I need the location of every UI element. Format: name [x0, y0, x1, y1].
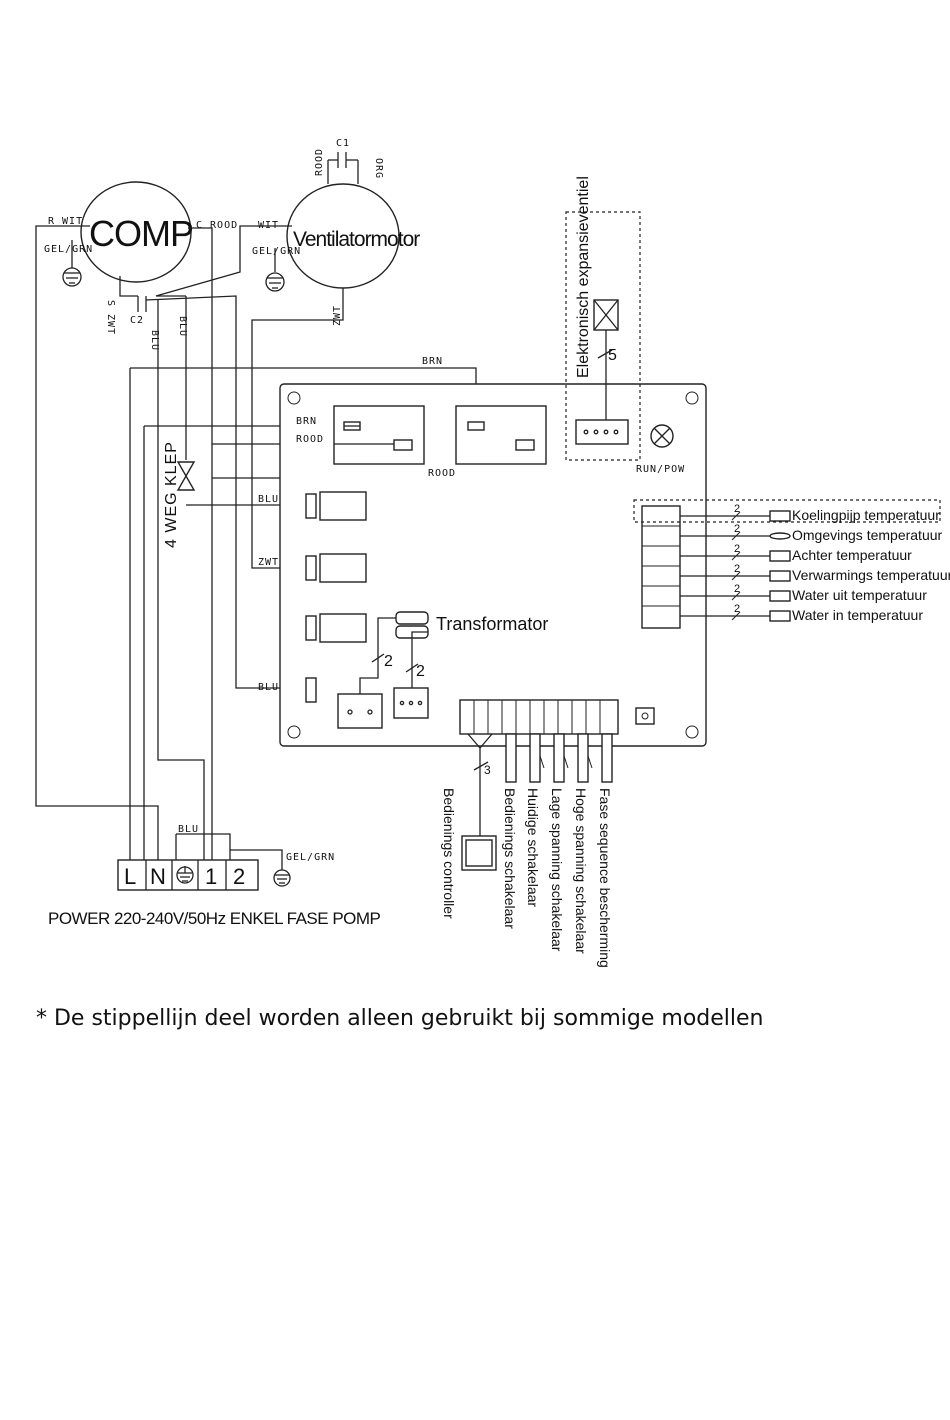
ground-icon [62, 240, 82, 287]
bottom-connection-label: Fase sequence bescherming [597, 788, 613, 968]
bottom-connection-label: Bedienings schakelaar [502, 788, 518, 929]
wire-label-brn: BRN [296, 416, 317, 427]
terminal-label: L [124, 864, 136, 889]
terminal-label: N [150, 864, 166, 889]
sensor-wires [680, 510, 791, 622]
wire-label-rood-c1: ROOD [314, 148, 325, 176]
wire-label-blu-1: BLU [149, 330, 160, 351]
four-way-valve [176, 461, 196, 491]
ground-icon [265, 248, 285, 292]
bottom-connection-label: Bedienings controller [441, 788, 457, 919]
expansion-valve [593, 299, 619, 420]
expansion-valve-dashed-box [565, 211, 641, 461]
wiring-diagram: COMP R WIT C ROOD GEL/GRN C2 S ZWT BLU B… [35, 138, 950, 968]
wire-label-blu-lower: BLU [258, 682, 279, 693]
wire-label-gel-grn-fan: GEL/GRN [252, 246, 301, 257]
wire-label-rood-bottom: ROOD [428, 468, 456, 479]
sensor-label: Water uit temperatuur [792, 587, 927, 603]
wire-label-blu-board: BLU [258, 494, 279, 505]
wire-count-3: 3 [484, 763, 491, 777]
bottom-connection-label: Lage spanning schakelaar [549, 788, 565, 952]
wire-label-zwt-fan: ZWT [332, 305, 343, 326]
wire-label-blu-terminal: BLU [178, 824, 199, 835]
sensor-label: Omgevings temperatuur [792, 527, 943, 543]
sensor-label: Koelingpijp temperatuur [792, 507, 940, 523]
sensor-count-6: 2 [734, 603, 740, 615]
run-indicator-label: RUN/POW [636, 464, 685, 475]
transformer [359, 611, 429, 694]
main-board [279, 383, 707, 747]
transformer-label: Transformator [436, 614, 548, 634]
capacitor-c2 [137, 296, 147, 312]
wire-label-brn-top: BRN [422, 356, 443, 367]
ground-icon [273, 869, 291, 887]
wire-label-c-rood: C ROOD [196, 220, 238, 231]
wire-label-r-wit: R WIT [48, 216, 83, 227]
sensor-count-5: 2 [734, 583, 740, 595]
bottom-connection-label: Hoge spanning schakelaar [573, 788, 589, 954]
wire-count-5: 5 [608, 347, 617, 364]
capacitor-c2-label: C2 [130, 315, 144, 326]
bottom-wires [461, 733, 613, 871]
sensor-dashed-box [633, 499, 941, 523]
terminal-block [117, 859, 259, 891]
sensor-count-4: 2 [734, 563, 740, 575]
ground-icon [176, 866, 194, 884]
wire-label-s-zwt: S ZWT [105, 300, 116, 335]
wire-count-2-a: 2 [384, 653, 393, 670]
expansion-valve-label: Elektronisch expansieventiel [575, 176, 592, 378]
four-way-valve-label: 4 WEG KLEP [163, 441, 180, 548]
wire-count-2-b: 2 [416, 663, 425, 680]
compressor-label: COMP [89, 213, 193, 254]
terminal-label: 2 [233, 864, 245, 889]
sensor-count-1: 2 [734, 503, 740, 515]
sensor-label: Verwarmings temperatuur [792, 567, 950, 583]
fan-motor: Ventilatormotor [286, 183, 421, 289]
sensor-label: Water in temperatuur [792, 607, 923, 623]
capacitor-c1 [327, 152, 359, 184]
bottom-connection-label: Huidige schakelaar [525, 788, 541, 907]
run-indicator-icon [650, 424, 674, 448]
compressor: COMP [80, 181, 194, 283]
wire-label-org: ORG [373, 158, 384, 179]
wire-label-rood-board: ROOD [296, 434, 324, 445]
fan-motor-label: Ventilatormotor [293, 228, 420, 251]
wire-label-zwt-board: ZWT [258, 557, 279, 568]
terminal-label: 1 [205, 864, 217, 889]
footnote: * De stippellijn deel worden alleen gebr… [36, 1006, 764, 1031]
sensor-label: Achter temperatuur [792, 547, 912, 563]
power-label: POWER 220-240V/50Hz ENKEL FASE POMP [48, 909, 381, 928]
wire-label-gel-grn-terminal: GEL/GRN [286, 852, 335, 863]
wire-label-gel-grn-comp: GEL/GRN [44, 244, 93, 255]
wire-label-blu-2: BLU [177, 316, 188, 337]
sensor-count-2: 2 [734, 523, 740, 535]
sensor-count-3: 2 [734, 543, 740, 555]
capacitor-c1-label: C1 [336, 138, 350, 149]
